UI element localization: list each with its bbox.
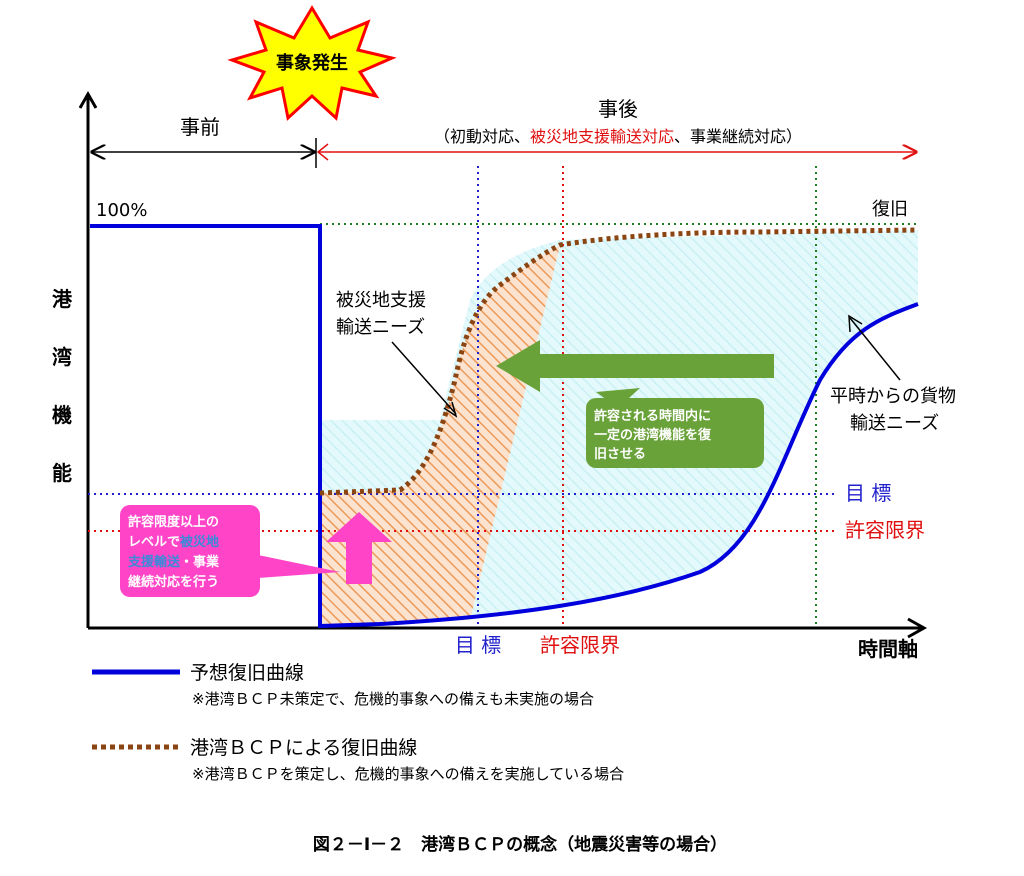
y-axis-arrowhead xyxy=(78,90,98,109)
pink-box-line2-b: 被災地 xyxy=(179,534,219,550)
after-phase-sub: （初動対応、被災地支援輸送対応、事業継続対応） xyxy=(434,127,802,146)
normal-needs-line2: 輸送ニーズ xyxy=(850,413,939,434)
after-phase-sub-open: （初動対応、 xyxy=(434,127,530,146)
bcp-gap-area xyxy=(320,245,560,626)
pink-box-line1: 許容限度以上の xyxy=(128,514,219,530)
after-phase-sub-close: 、事業継続対応） xyxy=(674,127,802,146)
normal-needs-pointer-head xyxy=(848,314,863,333)
legend-2-title: 港湾ＢＣＰによる復旧曲線 xyxy=(190,737,417,759)
pink-box-line2-a: レベルで xyxy=(128,535,180,550)
y-axis-label-2: 湾 xyxy=(52,345,72,369)
pink-box-line3-b: ・事業 xyxy=(180,554,220,570)
after-phase-sub-red: 被災地支援輸送対応 xyxy=(530,127,674,146)
x-target-label: 目 標 xyxy=(455,633,501,657)
event-burst-label: 事象発生 xyxy=(276,52,348,74)
pink-up-arrow xyxy=(326,512,392,584)
pink-box-line2: レベルで被災地 xyxy=(128,534,219,550)
after-phase-start-chevron xyxy=(316,143,329,161)
y-axis-label-4: 能 xyxy=(52,461,72,485)
pink-box-line3-a: 支援輸送 xyxy=(127,554,181,570)
disaster-needs-pointer xyxy=(391,341,457,415)
green-box-line2: 一定の港湾機能を復 xyxy=(594,427,712,443)
disaster-needs-pointer-head xyxy=(443,401,458,418)
recovery-label: 復旧 xyxy=(872,199,908,220)
green-box-line3: 旧させる xyxy=(594,447,646,462)
normal-needs-pointer xyxy=(849,317,901,381)
pink-box-line4: 継続対応を行う xyxy=(128,574,219,590)
after-phase-label: 事後 xyxy=(598,97,638,121)
disaster-needs-line2: 輸送ニーズ xyxy=(336,317,425,338)
disaster-needs-line1: 被災地支援 xyxy=(336,290,426,311)
x-limit-label: 許容限界 xyxy=(540,633,620,657)
green-box-line1: 許容される時間内に xyxy=(594,408,711,424)
limit-label-right: 許容限界 xyxy=(845,518,925,542)
legend-2-note: ※港湾ＢＣＰを策定し、危機的事象への備えを実施している場合 xyxy=(192,765,624,783)
before-phase-label: 事前 xyxy=(180,115,220,139)
y-axis-label-3: 機 xyxy=(52,403,72,427)
top-level-label: 100% xyxy=(96,200,147,221)
legend-1-title: 予想復旧曲線 xyxy=(190,662,304,684)
y-axis-label-1: 港 xyxy=(52,287,73,311)
legend-1-note: ※港湾ＢＣＰ未策定で、危機的事象への備えも未実施の場合 xyxy=(192,690,594,708)
normal-needs-line1: 平時からの貨物 xyxy=(830,386,956,407)
green-left-arrow xyxy=(496,340,774,392)
pink-box-pointer xyxy=(258,555,340,578)
pink-box xyxy=(120,505,260,597)
x-axis-label: 時間軸 xyxy=(858,637,918,661)
bcp-recovery-curve xyxy=(319,227,919,496)
event-burst xyxy=(227,5,397,121)
figure-caption: 図２－Ⅰ－２ 港湾ＢＣＰの概念（地震災害等の場合） xyxy=(313,834,727,855)
pink-box-line3: 支援輸送・事業 xyxy=(127,554,220,570)
x-axis-arrowhead xyxy=(907,617,928,639)
green-box xyxy=(586,398,764,468)
predicted-recovery-curve xyxy=(90,224,919,629)
target-label-right: 目 標 xyxy=(845,481,891,505)
